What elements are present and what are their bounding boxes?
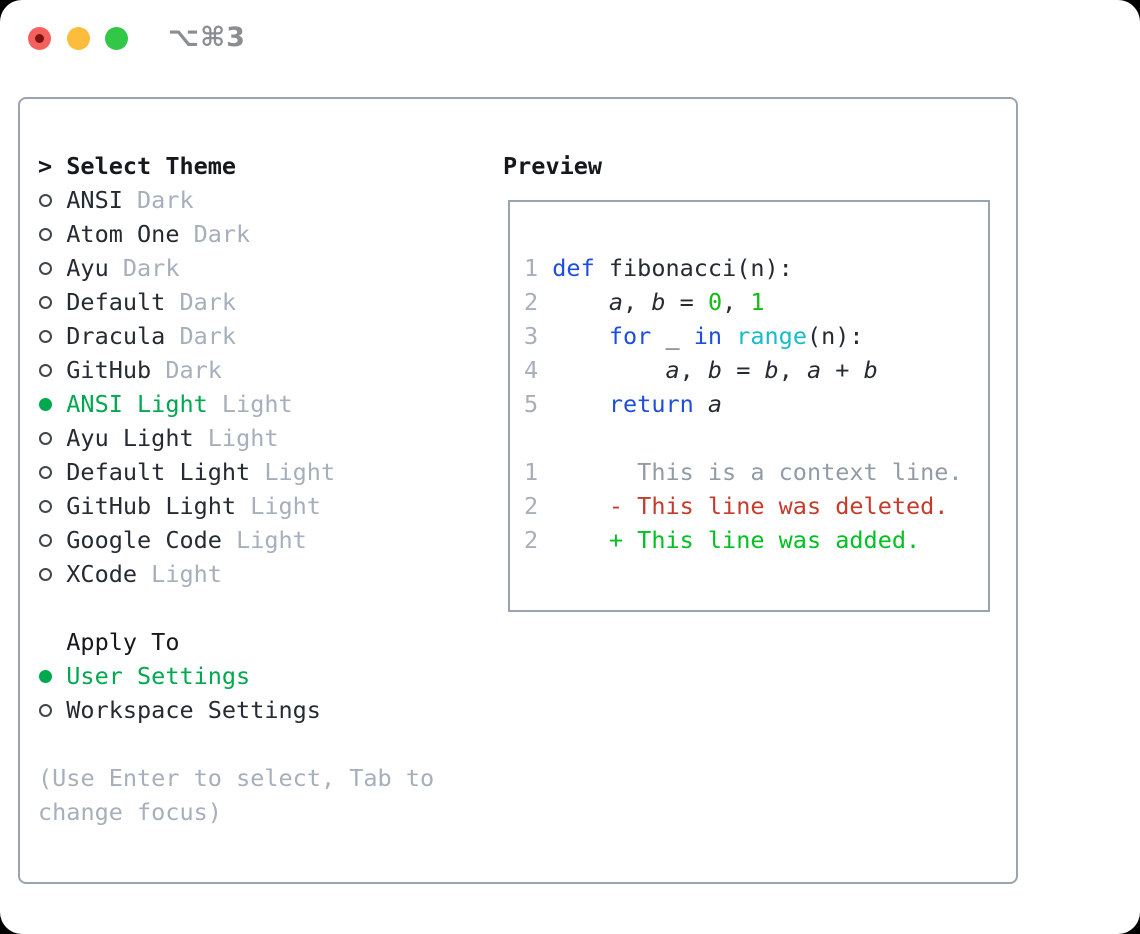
code-line: 2 a, b = 0, 1: [524, 285, 878, 319]
option-label: GitHub Light: [66, 492, 237, 520]
radio-icon: [38, 499, 52, 513]
apply-to-title: Apply To: [66, 628, 180, 656]
radio-icon: [38, 227, 52, 241]
theme-option-atom-one[interactable]: Atom One Dark: [38, 217, 434, 251]
variant-label: Dark: [151, 356, 222, 384]
variant-label: Light: [137, 560, 222, 588]
apply-option-workspace-settings[interactable]: Workspace Settings: [38, 693, 434, 727]
variant-label: Light: [193, 424, 279, 452]
help-line: change focus): [38, 798, 222, 826]
theme-option-xcode[interactable]: XCode Light: [38, 557, 434, 591]
line-number: 4: [524, 356, 539, 384]
variant-label: Dark: [165, 322, 237, 350]
radio-icon: [38, 295, 52, 309]
theme-option-ansi[interactable]: ANSI Dark: [38, 183, 434, 217]
option-label: Ayu: [66, 254, 109, 282]
theme-option-google-code[interactable]: Google Code Light: [38, 523, 434, 557]
theme-option-ansi-light[interactable]: ANSI Light Light: [38, 387, 434, 421]
code-line: 2 - This line was deleted.: [524, 489, 963, 523]
minimize-button[interactable]: [67, 27, 90, 50]
theme-option-ayu-light[interactable]: Ayu Light Light: [38, 421, 434, 455]
variant-label: Dark: [179, 220, 251, 248]
spacer: [38, 591, 434, 625]
radio-icon: [38, 261, 52, 275]
line-number: 5: [524, 390, 539, 418]
spacer: [38, 727, 434, 761]
radio-icon: [38, 363, 52, 377]
theme-selector-panel: > Select Theme ANSI Dark Atom One Dark A…: [18, 97, 1018, 884]
line-number: 2: [524, 492, 539, 520]
option-label: ANSI: [66, 186, 123, 214]
radio-icon: [38, 465, 52, 479]
help-line: (Use Enter to select, Tab to: [38, 764, 435, 792]
variant-label: Light: [250, 458, 336, 486]
line-number: 1: [524, 254, 539, 282]
code-line: 3 for _ in range(n):: [524, 319, 878, 353]
variant-label: Light: [221, 526, 307, 554]
option-label: Default Light: [66, 458, 251, 486]
option-label: XCode: [66, 560, 138, 588]
option-label: Workspace Settings: [66, 696, 321, 724]
theme-options: ANSI Dark Atom One Dark Ayu Dark Default…: [38, 183, 434, 591]
variant-label: Dark: [108, 254, 180, 282]
theme-option-ayu[interactable]: Ayu Dark: [38, 251, 434, 285]
option-label: ANSI Light: [66, 390, 208, 418]
variant-label: Light: [236, 492, 321, 520]
theme-option-github-light[interactable]: GitHub Light Light: [38, 489, 434, 523]
radio-icon: [38, 193, 52, 207]
theme-option-default-light[interactable]: Default Light Light: [38, 455, 434, 489]
option-label: GitHub: [66, 356, 152, 384]
focus-caret: >: [38, 152, 53, 180]
variant-label: Light: [207, 390, 293, 418]
theme-option-dracula[interactable]: Dracula Dark: [38, 319, 434, 353]
line-number: 1: [524, 458, 539, 486]
code-line: 2 + This line was added.: [524, 523, 963, 557]
preview-title: Preview: [503, 152, 603, 180]
variant-label: Dark: [165, 288, 237, 316]
radio-icon: [38, 329, 52, 343]
radio-icon: [38, 431, 52, 445]
option-label: Default: [66, 288, 166, 316]
theme-list: > Select Theme ANSI Dark Atom One Dark A…: [38, 149, 434, 829]
apply-option-user-settings[interactable]: User Settings: [38, 659, 434, 693]
radio-icon: [38, 567, 52, 581]
theme-option-default[interactable]: Default Dark: [38, 285, 434, 319]
code-line: 5 return a: [524, 387, 878, 421]
line-number: 2: [524, 526, 539, 554]
window-shortcut-label: ⌥⌘3: [168, 22, 246, 53]
apply-to-header: Apply To: [38, 625, 434, 659]
option-label: Ayu Light: [66, 424, 194, 452]
line-number: 2: [524, 288, 539, 316]
theme-list-header: > Select Theme: [38, 149, 434, 183]
theme-list-title: Select Theme: [66, 152, 237, 180]
option-label: User Settings: [66, 662, 251, 690]
option-label: Google Code: [66, 526, 222, 554]
zoom-button[interactable]: [105, 27, 128, 50]
apply-to-options: User Settings Workspace Settings: [38, 659, 434, 727]
code-line: 4 a, b = b, a + b: [524, 353, 878, 387]
help-text: (Use Enter to select, Tab to change focus…: [38, 761, 434, 829]
option-label: Atom One: [66, 220, 180, 248]
theme-option-github[interactable]: GitHub Dark: [38, 353, 434, 387]
radio-selected-icon: [38, 669, 52, 683]
line-number: 3: [524, 322, 539, 350]
variant-label: Dark: [122, 186, 194, 214]
close-button[interactable]: [28, 27, 51, 50]
title-bar: ⌥⌘3: [0, 0, 1140, 76]
diff-preview: 1 This is a context line.2 - This line w…: [524, 455, 963, 557]
radio-icon: [38, 533, 52, 547]
option-label: Dracula: [66, 322, 166, 350]
radio-selected-icon: [38, 397, 52, 411]
radio-icon: [38, 703, 52, 717]
code-line: 1 This is a context line.: [524, 455, 963, 489]
